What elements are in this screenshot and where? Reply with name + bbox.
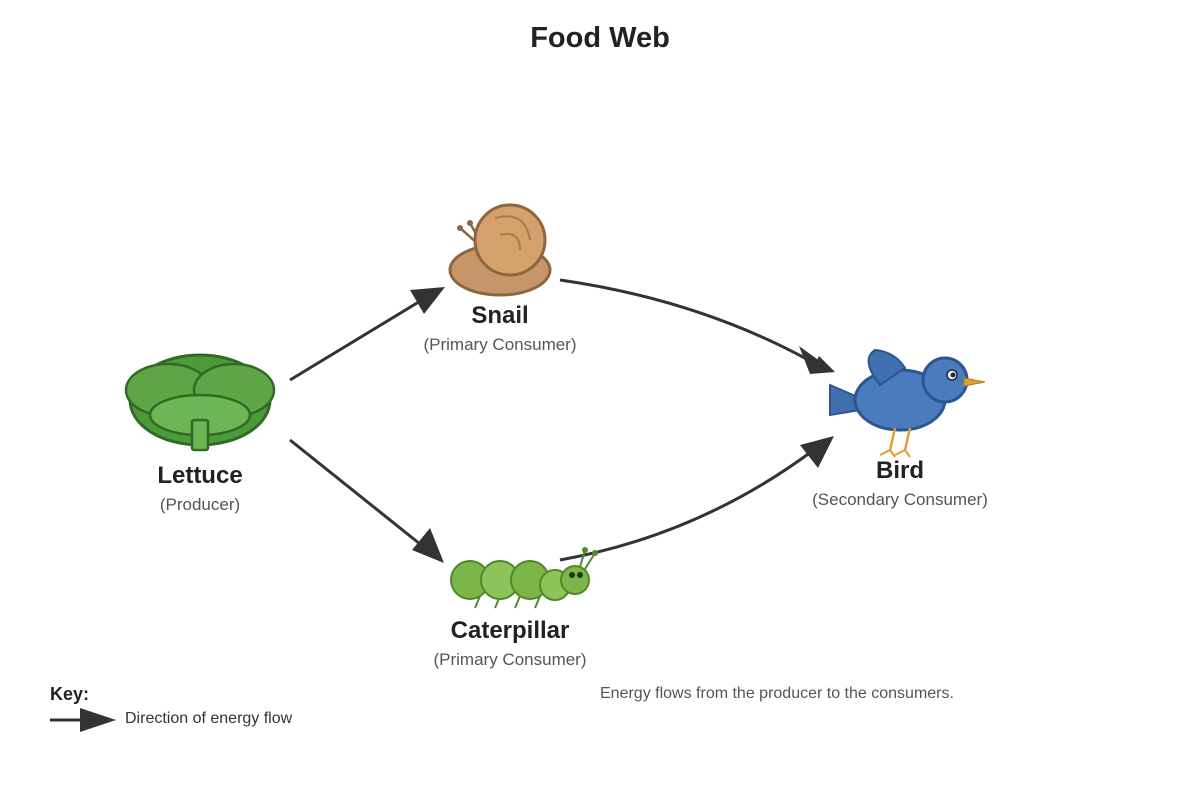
caterpillar-role: (Primary Consumer) xyxy=(433,650,587,669)
lettuce-icon xyxy=(124,353,276,452)
snail-label: Snail xyxy=(471,302,529,329)
arrow-snail-to-bird xyxy=(559,278,835,374)
energy-flow-note: Energy flows from the producer to the co… xyxy=(600,685,954,702)
energy-arrows xyxy=(289,278,835,563)
snail-icon xyxy=(448,203,552,297)
bird-label: Bird xyxy=(876,457,924,484)
lettuce-label: Lettuce xyxy=(157,462,243,489)
diagram-title: Food Web xyxy=(530,22,670,54)
caterpillar-icon xyxy=(450,547,598,609)
lettuce-role: (Producer) xyxy=(159,495,241,514)
caterpillar-label: Caterpillar xyxy=(450,617,570,644)
bird-role: (Secondary Consumer) xyxy=(812,490,988,509)
bird-icon xyxy=(829,348,986,458)
snail-role: (Primary Consumer) xyxy=(423,335,577,354)
key-arrow-label: Direction of energy flow xyxy=(125,710,293,727)
key-title: Key: xyxy=(50,684,90,704)
arrow-lettuce-to-snail xyxy=(289,287,445,382)
arrow-lettuce-to-caterpillar xyxy=(289,438,444,563)
key-arrow-icon xyxy=(50,708,116,732)
